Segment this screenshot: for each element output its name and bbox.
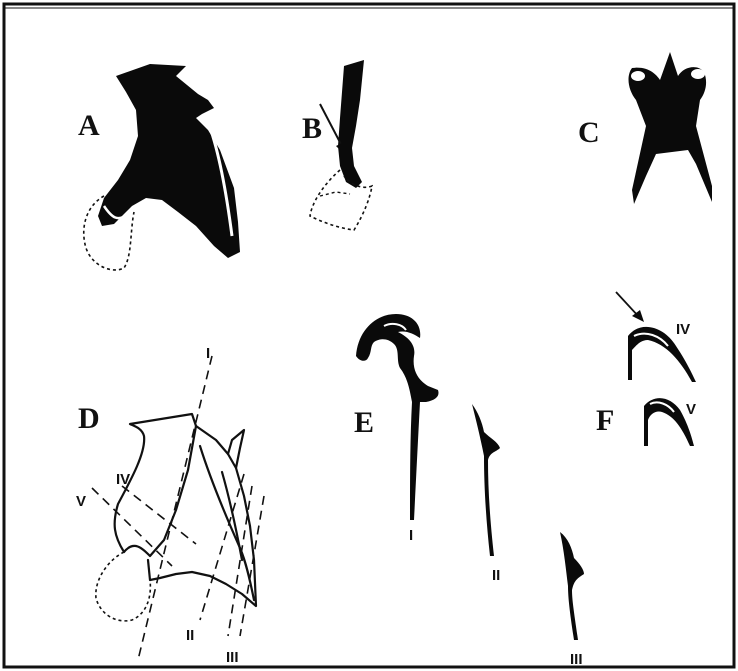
panel-d-label: D (78, 402, 100, 435)
section-ii-label: II (492, 567, 500, 584)
panel-e: E I II III (354, 314, 584, 668)
section-v-label: V (686, 401, 696, 418)
section-line-ii (200, 474, 244, 620)
panel-c-highlight-left (631, 71, 645, 81)
panel-e-label: E (354, 406, 374, 439)
panel-f-label: F (596, 404, 614, 437)
section-label-iv: IV (116, 471, 130, 488)
section-iv-label: IV (676, 321, 690, 338)
section-label-i: I (206, 345, 210, 362)
section-label-v: V (76, 493, 86, 510)
panel-d-spine (228, 430, 244, 468)
section-line-v (92, 488, 172, 566)
panel-b: B (302, 60, 372, 230)
panel-b-inner-dotted (320, 192, 350, 196)
panel-c: C (578, 52, 712, 204)
panel-b-dotted-outline (310, 170, 372, 230)
section-label-iii: III (226, 649, 239, 666)
panel-d-dotted-outline (96, 552, 151, 621)
panel-f: F IV V (596, 292, 696, 446)
panel-c-label: C (578, 116, 600, 149)
section-line-iii-b (240, 496, 264, 636)
panel-b-label: B (302, 112, 322, 145)
panel-a-label: A (78, 109, 100, 142)
section-label-ii: II (186, 627, 194, 644)
panel-b-structure (338, 60, 364, 188)
panel-a: A (78, 64, 240, 270)
panel-c-highlight-right (691, 69, 705, 79)
section-ii-profile (472, 404, 500, 556)
section-line-iv (122, 486, 196, 544)
section-i-label: I (409, 527, 413, 544)
section-iii-label: III (570, 651, 583, 668)
panel-d: D I IV V II III (76, 345, 264, 666)
section-iii-profile (560, 532, 584, 640)
